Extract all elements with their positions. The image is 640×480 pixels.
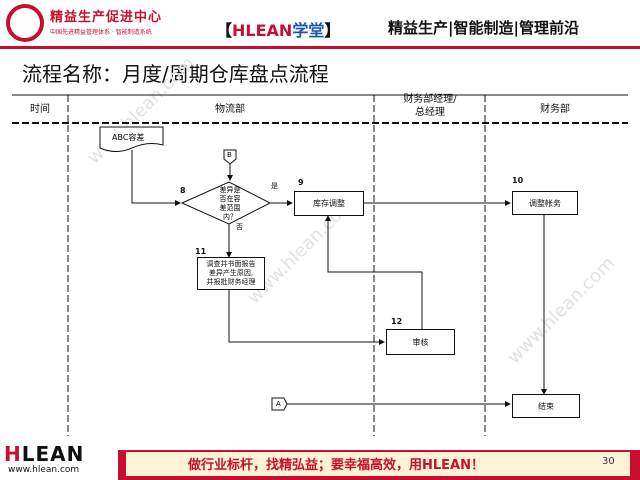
lane-logistics: 物流部 bbox=[215, 104, 245, 115]
no-label: 否 bbox=[236, 223, 243, 231]
flowchart-canvas bbox=[12, 94, 628, 436]
logo-icon bbox=[6, 4, 44, 42]
logo-title: 精益生产促进中心 bbox=[50, 10, 163, 25]
connector-b-shape bbox=[223, 149, 237, 165]
step11-investigate-report: 调查并书面报告差异产生原因,并报批财务经理 bbox=[197, 257, 265, 290]
footer-tagline: 做行业标杆，找精弘益；要幸福高效，用HLEAN！ bbox=[188, 458, 484, 473]
step10-adjust-accounts: 调整帐务 bbox=[512, 191, 578, 215]
step9-inventory-adjust: 库存调整 bbox=[294, 191, 364, 216]
end-node: 结束 bbox=[512, 394, 580, 418]
page-title: 流程名称：月度/周期仓库盘点流程 bbox=[22, 62, 329, 86]
step11-number: 11 bbox=[195, 247, 207, 256]
step8-number: 8 bbox=[180, 186, 186, 195]
connector-a-shape bbox=[271, 397, 288, 411]
footer-url: www.hlean.com bbox=[8, 465, 80, 475]
brand: 【HLEAN学堂】 bbox=[216, 21, 341, 40]
header: 精益生产促进中心 中国先进精益管理体系 · 智能制造系统 【HLEAN学堂】 精… bbox=[0, 0, 640, 50]
page-number: 30 bbox=[602, 456, 615, 467]
header-divider bbox=[0, 46, 640, 49]
arrow-step12-to-step9 bbox=[325, 215, 423, 329]
footer-bar bbox=[118, 450, 640, 480]
abc-document: ABC容差 bbox=[112, 133, 145, 142]
abc-document-shape bbox=[99, 126, 164, 152]
lane-time: 时间 bbox=[30, 104, 50, 115]
yes-label: 是 bbox=[271, 182, 278, 190]
arrow-abc-to-decision bbox=[131, 150, 181, 206]
decision-text: 差异是否在容差范围内？ bbox=[219, 186, 241, 221]
connector-b: B bbox=[227, 151, 232, 159]
footer-logo: HLEAN bbox=[4, 442, 85, 466]
step9-number: 9 bbox=[298, 178, 304, 187]
header-slogan: 精益生产|智能制造|管理前沿 bbox=[388, 19, 579, 37]
lane-finance: 财务部 bbox=[540, 104, 570, 115]
step12-number: 12 bbox=[391, 317, 403, 326]
arrow-step11-to-step12 bbox=[228, 290, 385, 345]
connector-a: A bbox=[276, 400, 281, 408]
step10-number: 10 bbox=[512, 176, 524, 185]
lane-finance-manager: 财务部经理/总经理 bbox=[403, 94, 457, 118]
step12-review: 审核 bbox=[386, 329, 455, 355]
logo-subtitle: 中国先进精益管理体系 · 智能制造系统 bbox=[50, 29, 152, 36]
